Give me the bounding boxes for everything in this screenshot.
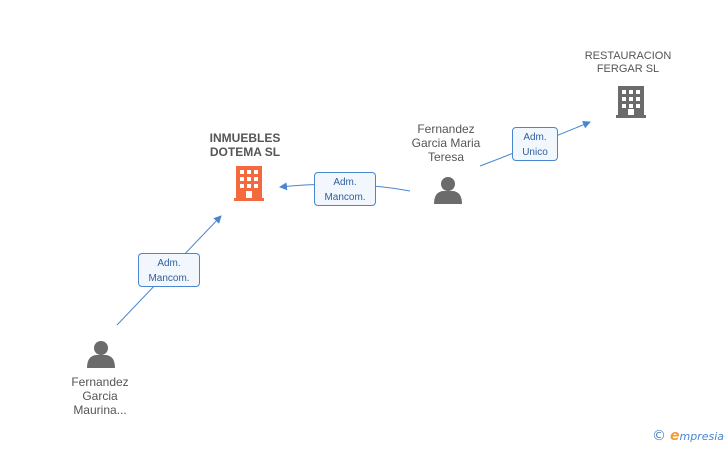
node-label-teresa-line3: Teresa (427, 150, 465, 164)
copyright-symbol: © (651, 428, 666, 444)
edge-label-line2: Mancom. (148, 273, 190, 284)
node-label-maurina-line3: Maurina... (73, 403, 127, 417)
person-icon-maurina[interactable] (87, 341, 115, 368)
brand-name: mpresia (679, 430, 724, 443)
node-label-inmuebles-line1: INMUEBLES (209, 131, 281, 145)
node-label-inmuebles-line2: DOTEMA SL (209, 145, 281, 159)
building-icon-restauracion[interactable] (616, 86, 646, 118)
edge-label-line1: Adm. (333, 177, 357, 188)
edge-label-line2: Mancom. (324, 192, 366, 203)
node-label-inmuebles[interactable]: INMUEBLES DOTEMA SL (190, 131, 300, 159)
brand-footer: ©empresia (652, 428, 724, 444)
node-label-teresa-line2: Garcia Maria (411, 136, 481, 150)
node-label-teresa[interactable]: Fernandez Garcia Maria Teresa (396, 122, 496, 164)
edge-label-maurina-inmuebles[interactable]: Adm. Mancom. (138, 253, 200, 287)
person-icon-teresa[interactable] (434, 177, 462, 204)
brand-logo-initial: e (669, 428, 680, 444)
edge-label-line1: Adm. (157, 258, 181, 269)
node-label-maurina[interactable]: Fernandez Garcia Maurina... (50, 375, 150, 417)
node-label-restauracion-line2: FERGAR SL (596, 63, 660, 75)
edge-label-teresa-inmuebles[interactable]: Adm. Mancom. (314, 172, 376, 206)
edge-label-teresa-restauracion[interactable]: Adm. Unico (512, 127, 558, 161)
node-label-restauracion[interactable]: RESTAURACION FERGAR SL (572, 50, 684, 76)
edge-label-line1: Adm. (523, 132, 547, 143)
building-icon-inmuebles[interactable] (234, 166, 264, 201)
node-label-maurina-line1: Fernandez (71, 375, 129, 389)
node-label-restauracion-line1: RESTAURACION (584, 50, 672, 62)
edge-label-line2: Unico (522, 147, 548, 158)
node-label-teresa-line1: Fernandez (417, 122, 475, 136)
node-label-maurina-line2: Garcia (82, 389, 118, 403)
